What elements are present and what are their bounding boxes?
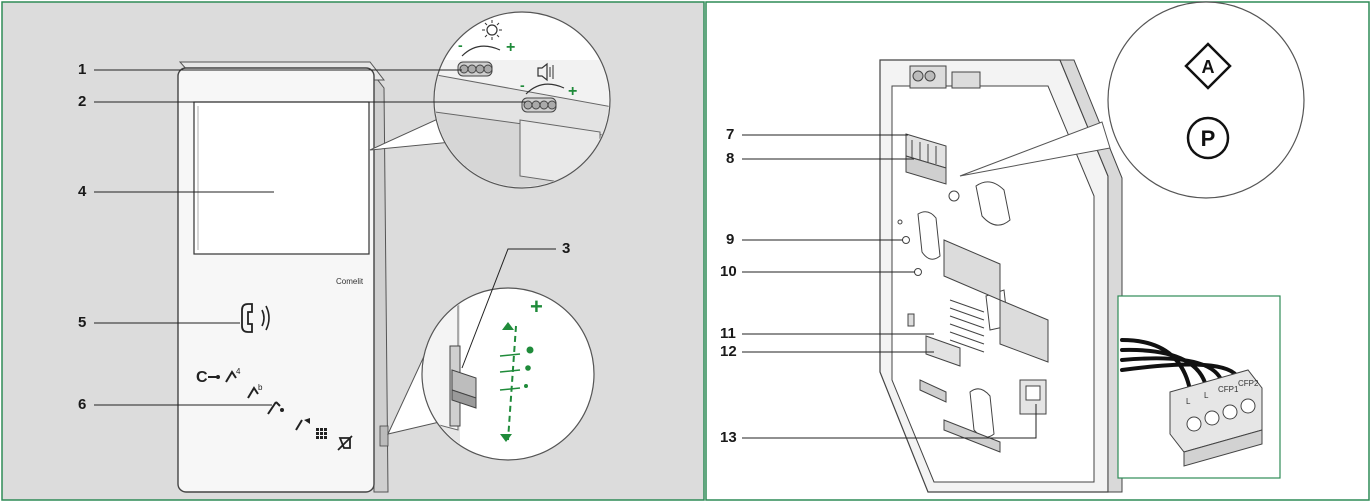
svg-text:CFP2: CFP2 [1238, 379, 1259, 388]
svg-text:b: b [258, 383, 263, 392]
connector-inset: L L CFP1 CFP2 [1117, 295, 1281, 479]
callout-7: 7 [726, 126, 734, 143]
callout-13: 13 [720, 429, 737, 446]
svg-text:C: C [196, 369, 208, 386]
callout-4: 4 [78, 183, 87, 200]
svg-text:+: + [530, 294, 543, 319]
mute-icon [337, 435, 353, 451]
keypad-icon [316, 428, 327, 439]
callout-12: 12 [720, 343, 737, 360]
svg-text:P: P [1201, 126, 1216, 151]
callout-2: 2 [78, 93, 86, 110]
svg-text:L: L [1204, 391, 1209, 400]
callout-5: 5 [78, 314, 86, 331]
callout-11: 11 [720, 325, 736, 342]
aux1-icon: 4 [225, 367, 241, 383]
magnifier-dip: A P [959, 1, 1305, 199]
brightness-icon [482, 20, 502, 40]
svg-text:-: - [520, 77, 525, 93]
callouts-right: 7 8 9 10 11 12 13 [720, 126, 1037, 446]
callout-9: 9 [726, 231, 734, 248]
dip-p-icon: P [1186, 116, 1230, 160]
screen [193, 101, 370, 255]
brand-logo: Comelit [336, 277, 364, 286]
svg-text:CFP1: CFP1 [1218, 385, 1239, 394]
svg-text:4: 4 [236, 367, 241, 376]
key-icon: C [196, 369, 220, 386]
svg-text:-: - [458, 37, 463, 53]
intercom-icon [295, 418, 310, 431]
aux2-icon: b [247, 383, 263, 399]
callout-3: 3 [562, 240, 570, 257]
svg-text:L: L [1186, 397, 1191, 406]
handset-icon [241, 303, 270, 333]
callout-8: 8 [726, 150, 734, 167]
svg-text:+: + [568, 83, 577, 100]
dip-a-icon: A [1184, 42, 1232, 90]
svg-text:+: + [506, 39, 515, 56]
callout-10: 10 [720, 263, 737, 280]
callout-6: 6 [78, 396, 86, 413]
privacy-icon [267, 401, 284, 415]
volume-icon [537, 62, 554, 82]
callout-1: 1 [78, 61, 86, 78]
callouts-left: 1 2 4 3 5 6 [78, 61, 570, 413]
front-device: Comelit C 4 b [177, 61, 389, 493]
svg-text:A: A [1202, 57, 1215, 77]
rear-device [879, 59, 1123, 493]
